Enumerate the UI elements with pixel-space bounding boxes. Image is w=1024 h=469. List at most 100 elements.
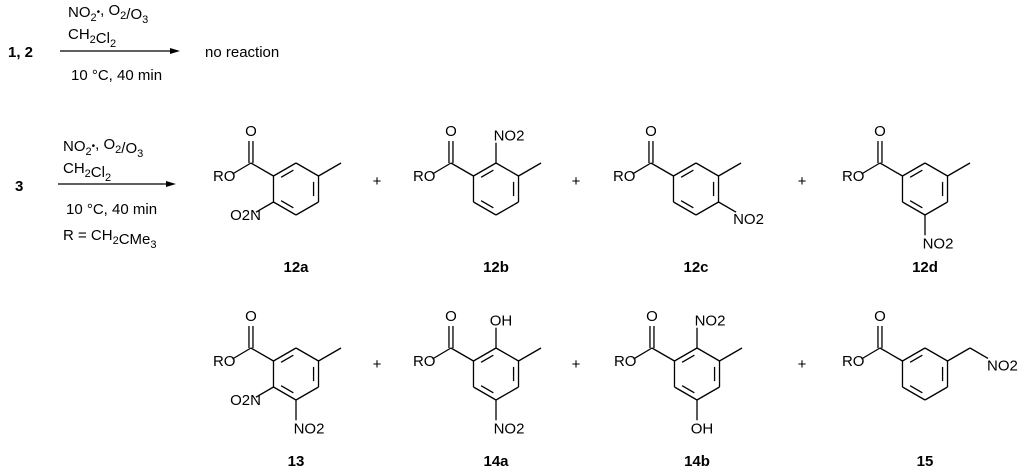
ester-bond (651, 347, 675, 362)
plus-sign: + (798, 356, 807, 373)
ring-double-bond (680, 169, 694, 178)
reaction-arrow-1 (60, 48, 180, 54)
plus-sign: + (373, 356, 382, 373)
ester-ro-group: RO (213, 168, 236, 185)
ester-oxygen-bond (232, 162, 252, 175)
ring-bond (473, 201, 497, 216)
ring-bond (473, 386, 497, 401)
compound-label: 12a (283, 259, 309, 276)
compound-label: 12b (483, 259, 509, 276)
nitro-group: O2N (230, 392, 261, 409)
nitro-bond (255, 386, 274, 398)
ester-oxygen-bond (632, 162, 652, 175)
ring-bond (674, 386, 698, 401)
reagent-line2: CH2Cl2 (68, 26, 116, 50)
compound-label: 14b (684, 453, 710, 469)
compound-label: 14a (483, 453, 509, 469)
compound-12d: O RO NO2 12d (842, 123, 971, 276)
methyl-bond (518, 162, 542, 177)
ring-bond (695, 201, 719, 216)
ester-ro-group: RO (842, 168, 865, 185)
nitro-group: NO2 (294, 420, 325, 437)
reaction-arrow-2 (58, 181, 176, 187)
carbonyl-oxygen: O (874, 308, 886, 325)
hydroxy-group: OH (490, 313, 513, 330)
reactant-1-2-label: 1, 2 (8, 44, 33, 61)
methyl-bond (719, 347, 743, 362)
nitro-bond (255, 201, 274, 213)
plus-sign: + (572, 173, 581, 190)
ester-ro-group: RO (614, 353, 637, 370)
ring-bond (924, 162, 948, 177)
ring-double-bond (909, 169, 923, 178)
ring-double-bond (280, 169, 294, 178)
ring-bond (495, 201, 519, 216)
ester-bond (879, 162, 903, 177)
ring-bond (495, 162, 519, 177)
nitro-group: O2N (230, 207, 261, 224)
nitro-group: NO2 (923, 235, 954, 252)
ring-bond (902, 347, 926, 362)
ring-bond (473, 347, 497, 362)
ring-bond (695, 162, 719, 177)
ring-double-bond (681, 385, 695, 394)
ester-bond (450, 162, 474, 177)
ring-bond (902, 386, 926, 401)
compound-label: 13 (288, 453, 305, 469)
ring-bond (673, 162, 697, 177)
ring-bond (273, 162, 297, 177)
methyl-bond (318, 347, 342, 362)
carbonyl-oxygen: O (874, 123, 886, 140)
ring-double-bond (680, 200, 694, 209)
ring-bond (902, 162, 926, 177)
conditions-1: 10 °C, 40 min (71, 67, 162, 84)
carbonyl-oxygen: O (445, 308, 457, 325)
plus-sign: + (798, 173, 807, 190)
ring-double-bond (480, 169, 494, 178)
ring-bond (295, 201, 319, 216)
conditions-2: 10 °C, 40 min (66, 201, 157, 218)
reactant-3-label: 3 (15, 178, 23, 195)
r-group-definition: R = CH2CMe3 (63, 227, 157, 251)
ester-oxygen-bond (633, 347, 653, 360)
ring-bond (295, 162, 319, 177)
ester-bond (250, 347, 274, 362)
compound-label: 12d (912, 259, 938, 276)
nitro-group: NO2 (494, 128, 525, 145)
ring-bond (273, 386, 297, 401)
ring-double-bond (909, 385, 923, 394)
ester-bond (250, 162, 274, 177)
ring-bond (273, 201, 297, 216)
methyl-bond (947, 162, 971, 177)
ring-double-bond (480, 354, 494, 363)
ring-bond (295, 386, 319, 401)
plus-sign: + (572, 356, 581, 373)
reagent-line1: NO2•, O2/O3 (68, 2, 148, 26)
ring-bond (473, 162, 497, 177)
carbonyl-oxygen: O (245, 308, 257, 325)
ring-bond (673, 201, 697, 216)
ester-bond (879, 347, 903, 362)
ring-bond (696, 386, 720, 401)
ring-double-bond (909, 200, 923, 209)
ring-bond (674, 347, 698, 362)
ring-double-bond (280, 385, 294, 394)
carbonyl-oxygen: O (646, 308, 658, 325)
ring-bond (924, 386, 948, 401)
ester-ro-group: RO (413, 168, 436, 185)
nitro-group: NO2 (733, 211, 764, 228)
ring-double-bond (681, 354, 695, 363)
ester-oxygen-bond (861, 162, 881, 175)
ring-bond (924, 347, 948, 362)
reagent-line2: CH2Cl2 (63, 160, 111, 184)
ring-double-bond (280, 354, 294, 363)
ring-double-bond (280, 200, 294, 209)
no-reaction-label: no reaction (205, 44, 279, 61)
